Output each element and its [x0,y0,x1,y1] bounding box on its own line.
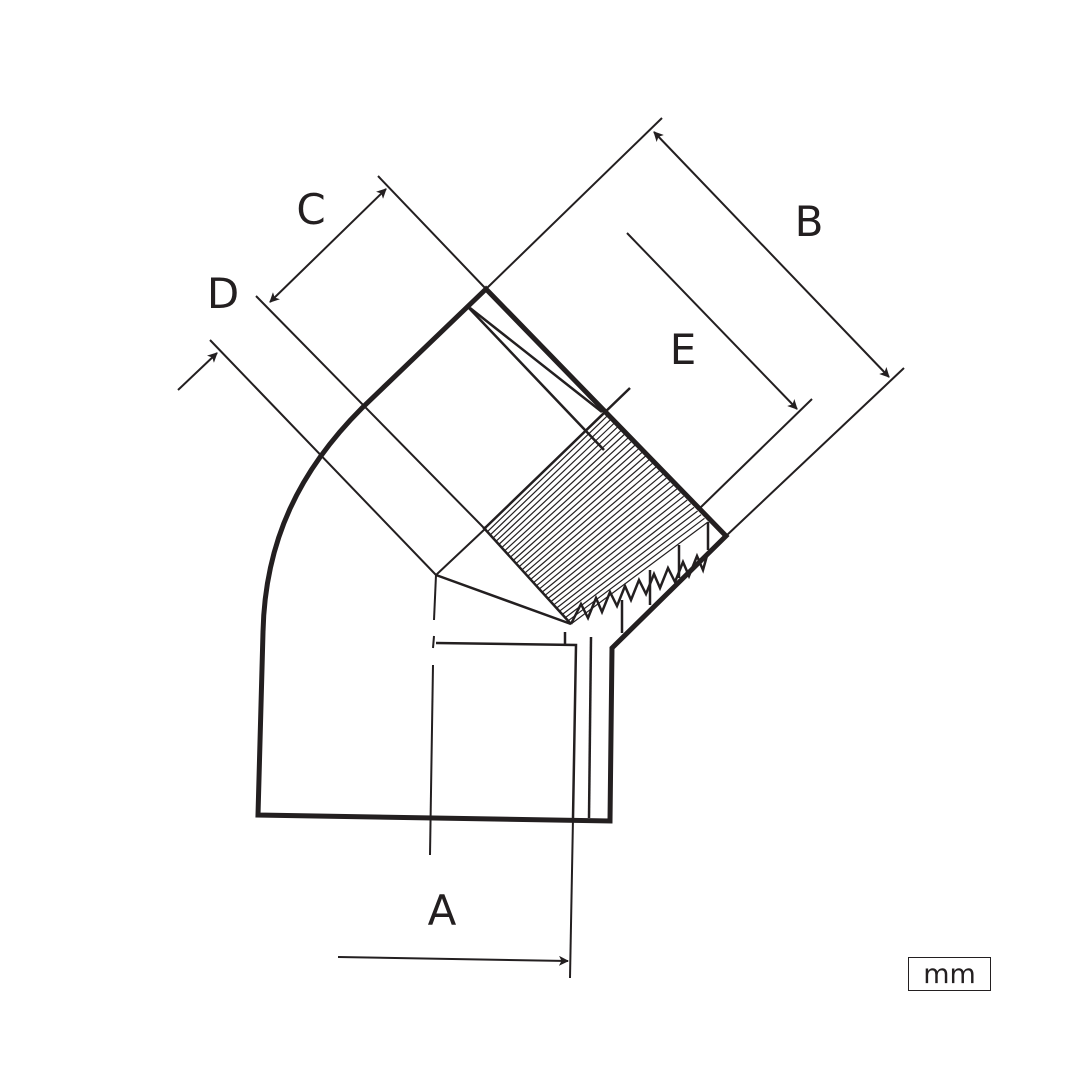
thread-hatch-line [524,462,653,574]
ext-line-b-top [485,117,663,290]
thread-boundary [482,526,572,625]
thread-hatch-line [513,448,640,561]
dim-arrow-c [269,188,387,303]
inner-wall-1 [587,636,593,819]
fitting-body-outline [255,285,730,824]
thread-hatch-line [541,484,674,593]
thread-hatch-line [570,521,709,625]
thread-hatch-line [527,466,657,577]
thread-hatch-line [519,455,646,567]
thread-hatch-line [507,440,633,555]
thread-hatch-line [493,422,615,539]
thread-hatch-line [490,418,612,535]
thread-hatch-line [539,481,671,590]
thread-hatch-line [501,433,626,548]
thread-hatch-line [530,470,660,580]
ext-line-b-bottom [725,367,905,537]
thread-hatch-line [536,477,667,587]
thread-hatch-line [484,411,605,529]
bore-wall-line [435,573,572,626]
dim-arrow-b [653,131,890,378]
thread-hatch-line [544,488,678,596]
dimension-arrows [177,131,890,966]
socket-inner-edge [469,307,603,413]
thread-hatch-line [487,415,608,532]
thread-hatch [484,411,709,625]
thread-hatch-line [510,444,636,558]
dim-arrow-e [626,232,798,410]
dim-arrow-a [337,955,569,966]
ext-line-e [699,398,813,509]
thread-hatch-line [550,495,685,603]
ext-line-d-outer [255,295,484,528]
label-d: D [207,269,239,318]
thread-hatch-line [504,437,629,551]
thread-hatch-line [553,499,688,606]
thread-hatch-line [496,426,619,542]
ext-line-d-inner [209,339,437,576]
thread-teeth [569,551,710,625]
dim-arrow-d [177,352,218,391]
dimension-lines [209,117,905,979]
thread-hatch-line [498,429,622,545]
label-b: B [795,197,824,246]
label-c: C [296,185,325,234]
socket-wall-line [467,306,605,451]
ext-line-c [377,175,487,290]
ext-line-a [569,817,574,979]
fitting-outline [255,285,730,824]
thread-hatch-line [556,503,692,609]
unit-label: mm [908,957,991,991]
thread-hatch-line [533,473,664,583]
thread-hatch-line [567,517,705,622]
thread-hatch-line [516,451,643,564]
center-line [429,574,437,856]
ext-line-center [435,527,487,576]
thread-hatch-line [559,506,695,612]
label-e: E [670,325,697,374]
thread-hatch-line [562,510,698,615]
label-a: A [428,886,457,935]
bore-step [435,641,578,819]
thread-hatch-line [547,492,681,599]
thread-hatch-line [564,514,702,619]
thread-hatch-line [521,459,650,571]
